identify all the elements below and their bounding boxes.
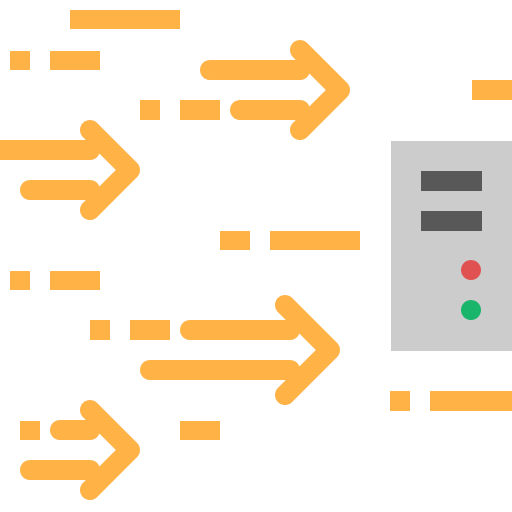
status-led-green: [461, 300, 481, 320]
server-slot: [421, 171, 482, 191]
speed-line: [270, 231, 360, 250]
speed-line: [430, 391, 512, 411]
speed-line: [20, 421, 40, 440]
arrow-right-icon: [20, 400, 140, 500]
speed-line: [472, 80, 512, 100]
speed-line: [10, 51, 30, 70]
arrow-right-icon: [0, 120, 140, 220]
arrow-right-icon: [200, 40, 350, 140]
speed-line: [130, 320, 170, 340]
arrow-right-icon: [140, 295, 340, 405]
status-led-red: [461, 260, 481, 280]
speed-line: [390, 391, 410, 411]
speed-line: [180, 100, 220, 120]
server-icon: [391, 141, 512, 351]
speed-line: [140, 100, 160, 120]
speed-line: [180, 421, 220, 440]
speed-line: [220, 231, 250, 250]
speed-line: [70, 10, 180, 29]
speed-line: [50, 271, 100, 290]
speed-line: [50, 51, 100, 70]
speed-line: [90, 320, 110, 340]
arrows: [0, 40, 350, 500]
speed-line: [10, 271, 30, 290]
speed-lines: [10, 10, 512, 440]
server-slot: [421, 211, 482, 231]
